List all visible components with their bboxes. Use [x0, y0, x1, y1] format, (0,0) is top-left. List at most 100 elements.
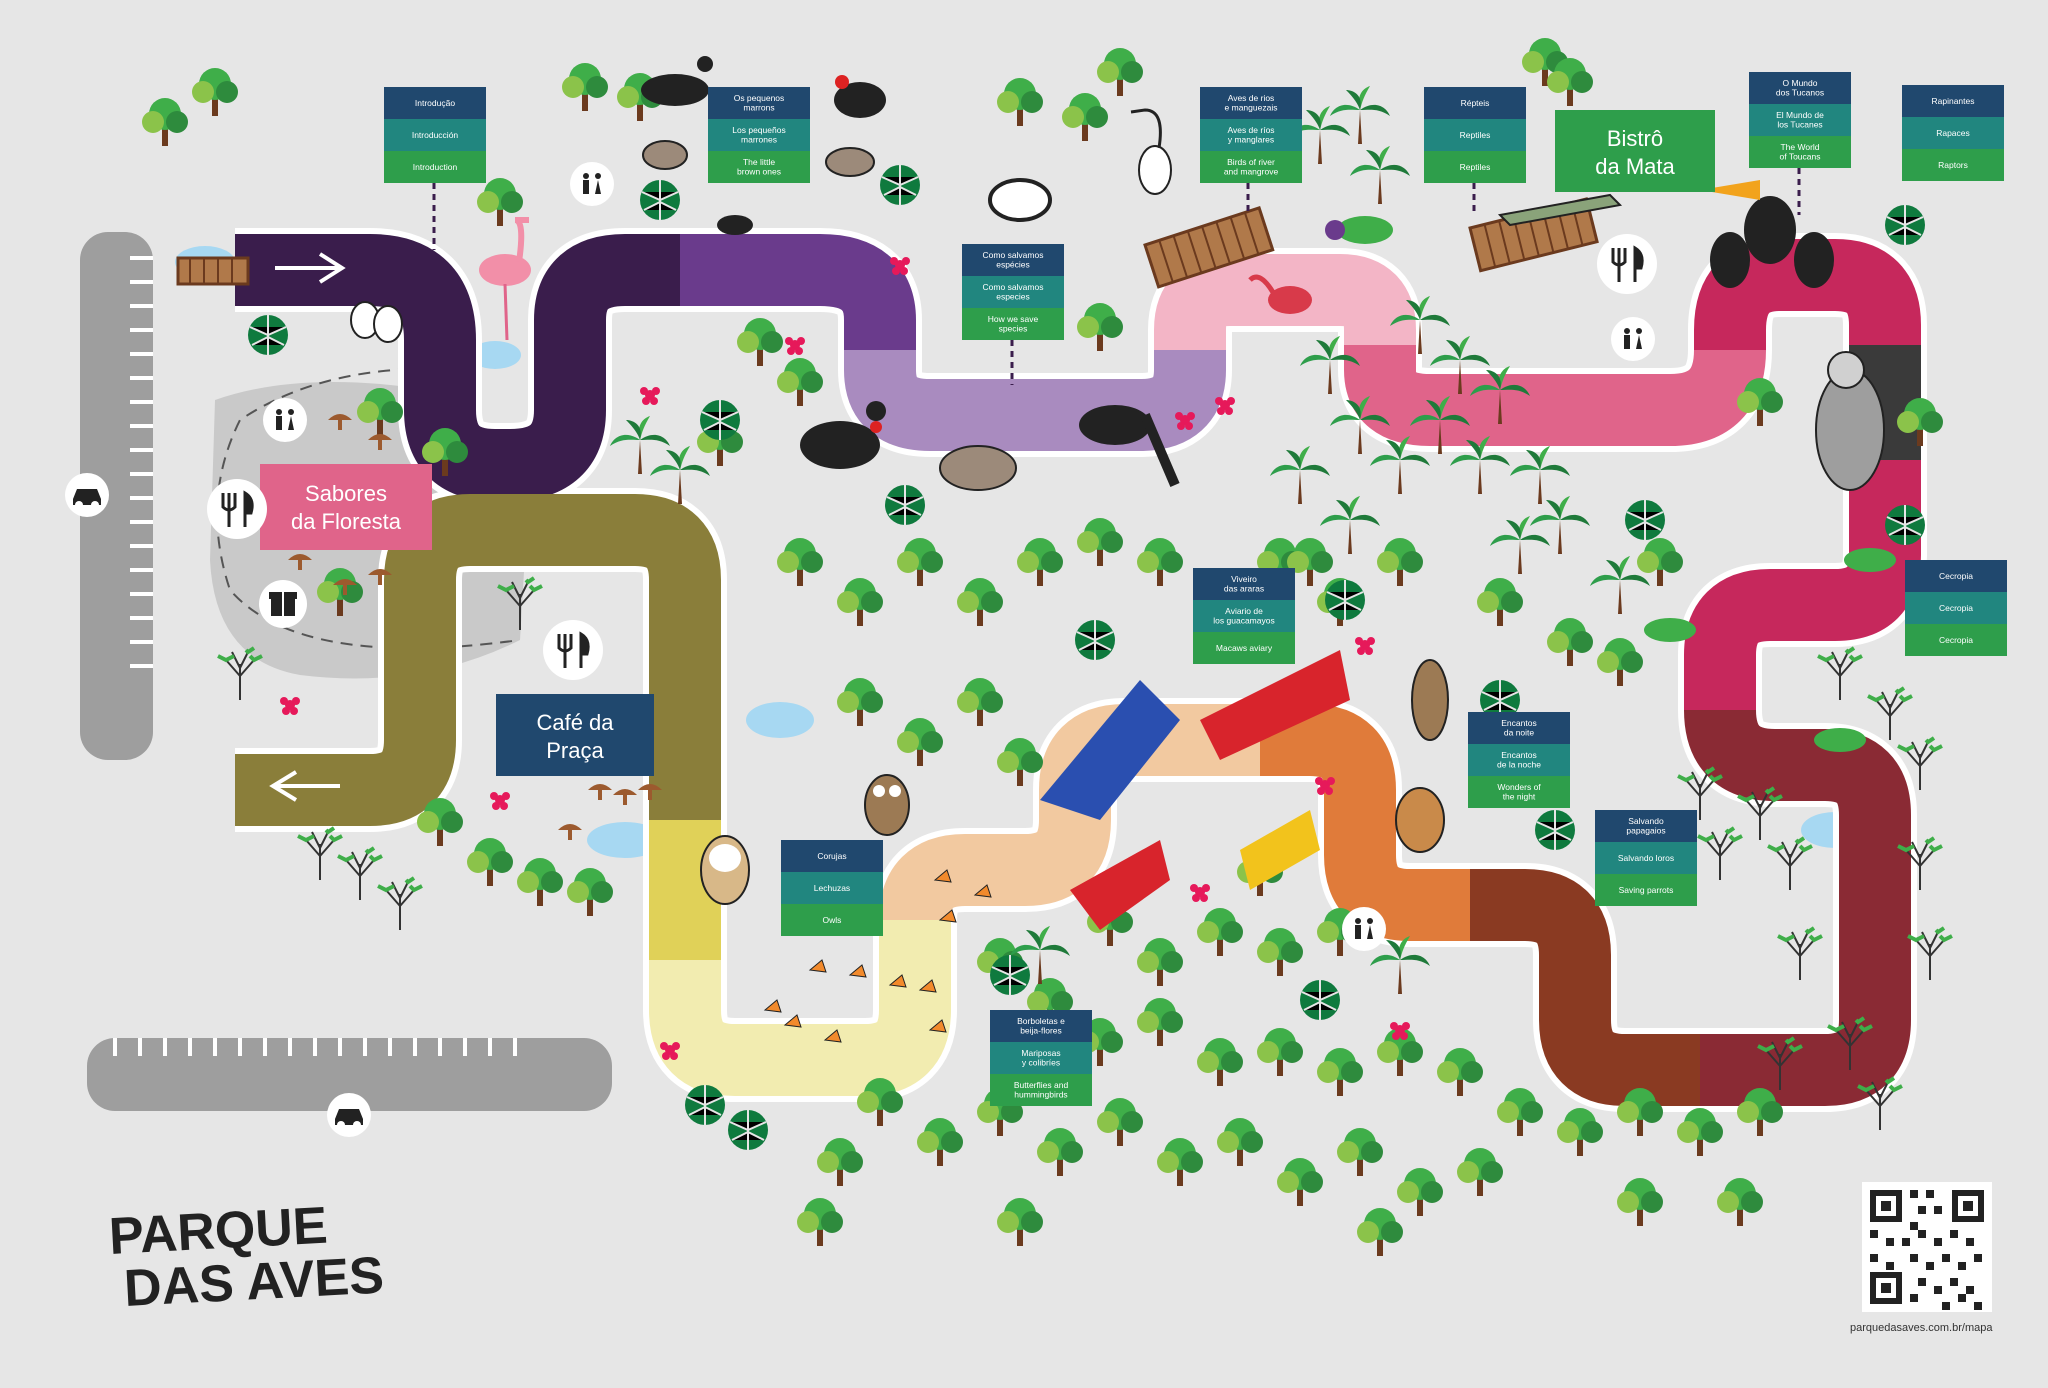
sign-text: the night	[1503, 792, 1536, 802]
restaurant-bistro[interactable]: Bistrô da Mata	[1555, 110, 1715, 192]
sign-text: Viveiro	[1231, 574, 1257, 584]
restaurant-icon	[1597, 234, 1657, 294]
gift-shop-icon	[259, 580, 307, 628]
trail	[235, 234, 1921, 1106]
sign-text: especies	[996, 292, 1030, 302]
car-icon	[65, 473, 109, 517]
sign-text: The little	[743, 157, 775, 167]
parrots-cecropia	[1644, 548, 1896, 752]
sign-text: y manglares	[1228, 135, 1274, 145]
dashed-trail	[216, 367, 521, 650]
harpy-eagle	[1815, 351, 1885, 491]
entrance-arrow-icon	[275, 252, 346, 284]
sign-text: Rapaces	[1936, 128, 1970, 138]
parking-lot-south	[87, 1038, 612, 1111]
restaurant-sabores[interactable]: Sabores da Floresta	[260, 464, 432, 550]
sign-text: papagaios	[1626, 826, 1665, 836]
egret	[1130, 108, 1172, 195]
sign-text: O Mundo	[1783, 78, 1818, 88]
scarlet-ibis	[1248, 274, 1312, 314]
qr-code-icon[interactable]	[1862, 1182, 1992, 1312]
restaurant-cafe[interactable]: Café da Praça	[496, 694, 654, 776]
map-url[interactable]: parquedasaves.com.br/mapa	[1850, 1322, 1993, 1334]
facility-icons	[207, 162, 1657, 951]
sign-text: Saving parrots	[1619, 885, 1674, 895]
sign-text: Reptiles	[1460, 162, 1491, 172]
restroom-icon	[570, 162, 614, 206]
curassow-large	[1079, 405, 1180, 487]
guan-large	[800, 401, 886, 469]
sign-text: of Toucans	[1780, 152, 1821, 162]
sign-text: Butterflies and	[1014, 1080, 1069, 1090]
green-parrot	[1325, 216, 1393, 244]
sign-text: Birds of river	[1227, 157, 1275, 167]
sign-text: Los pequeños	[732, 125, 785, 135]
restroom-icon	[1611, 317, 1655, 361]
sign-text: Reptiles	[1460, 130, 1491, 140]
restaurant-sabores-line-1: Sabores	[305, 481, 387, 506]
sign-text: Corujas	[817, 851, 846, 861]
sign-text: da noite	[1504, 728, 1535, 738]
sign-text: Wonders of	[1497, 782, 1541, 792]
sign-text: Owls	[823, 915, 842, 925]
night-owls	[1395, 659, 1449, 853]
sign-text: e manguezais	[1225, 103, 1278, 113]
sign-text: Borboletas e	[1017, 1016, 1065, 1026]
sign-text: Rapinantes	[1931, 96, 1974, 106]
restaurant-cafe-line-1: Café da	[536, 710, 614, 735]
mussel-shell	[988, 178, 1052, 222]
car-icon	[327, 1093, 371, 1137]
sign-text: los guacamayos	[1213, 616, 1274, 626]
sign-text: espécies	[996, 260, 1030, 270]
sign-text: Introdução	[415, 98, 455, 108]
bridge-river	[1143, 206, 1275, 289]
sign-text: dos Tucanos	[1776, 88, 1824, 98]
sign-text: Salvando loros	[1618, 853, 1674, 863]
sign-text: Introduction	[413, 162, 458, 172]
restaurant-sabores-line-2: da Floresta	[291, 509, 402, 534]
sign-text: Aves de ríos	[1227, 125, 1274, 135]
restaurant-icon	[207, 479, 267, 539]
sign-text: Encantos	[1501, 718, 1536, 728]
sign-text: Os pequenos	[734, 93, 785, 103]
guan	[834, 75, 886, 118]
crocodile	[1497, 193, 1623, 227]
park-logo: PARQUE DAS AVES	[108, 1197, 386, 1318]
sign-text: Aviario de	[1225, 606, 1263, 616]
sign-text: marrons	[743, 103, 774, 113]
sign-text: das araras	[1224, 584, 1264, 594]
sign-text: Como salvamos	[983, 250, 1044, 260]
sign-text: Como salvamos	[983, 282, 1044, 292]
sign-text: Lechuzas	[814, 883, 850, 893]
owl	[864, 774, 910, 836]
toucans	[1700, 180, 1834, 288]
sign-text: Macaws aviary	[1216, 643, 1273, 653]
sign-text: El Mundo de	[1776, 110, 1824, 120]
sign-text: los Tucanes	[1777, 120, 1822, 130]
sign-text: Raptors	[1938, 160, 1968, 170]
butterflies	[763, 869, 992, 1043]
sign-text: Encantos	[1501, 750, 1536, 760]
restaurant-bistro-line-1: Bistrô	[1607, 126, 1663, 151]
sign-text: Mariposas	[1021, 1048, 1060, 1058]
black-bird	[717, 215, 753, 235]
macaws	[1040, 650, 1350, 930]
sign-text: Répteis	[1461, 98, 1490, 108]
sign-text: marrones	[741, 135, 777, 145]
restaurant-icon	[543, 620, 603, 680]
sign-text: y colibríes	[1022, 1058, 1060, 1068]
